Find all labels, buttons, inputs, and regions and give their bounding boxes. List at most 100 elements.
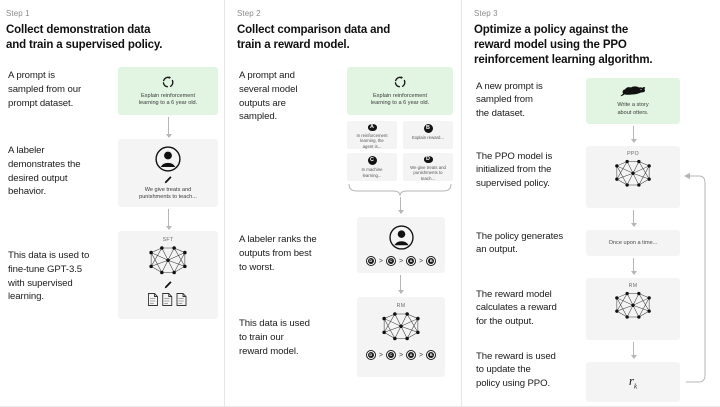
option-card-b: B Explain reward...	[403, 121, 453, 150]
neural-net-icon	[145, 243, 191, 279]
step-1-body: A prompt is sampled from our prompt data…	[6, 67, 218, 397]
ranking-row-labeler: D > C > A > B	[365, 256, 437, 267]
labeler-icon	[388, 224, 415, 251]
caption-ppo-init: The PPO model is initialized from the su…	[476, 150, 553, 189]
option-badge-d: D	[423, 156, 433, 163]
arrow-3b	[630, 209, 637, 227]
arrow-2a	[397, 197, 404, 215]
arrow-3c	[630, 257, 637, 275]
step-2-title: Collect comparison data and train a rewa…	[237, 24, 391, 52]
caption-update-policy: The reward is used to update the policy …	[476, 350, 556, 389]
caption-train-reward-model: This data is used to train our reward mo…	[239, 318, 310, 357]
step-3-column: Step 3 Optimize a policy against the rew…	[461, 0, 720, 407]
prompt-node-step2: Explain reinforcement learning to a 6 ye…	[347, 67, 453, 116]
rm-rank-sep-3: >	[419, 351, 424, 359]
ppo-tag: PPO	[627, 150, 639, 157]
option-card-c: C In machine learning...	[347, 153, 397, 182]
prompt-node-step3: Write a story about otters.	[586, 77, 680, 124]
ppo-node: PPO	[586, 145, 680, 208]
rank-badge-2: C	[385, 256, 396, 267]
caption-prompt-and-outputs: A prompt and several model outputs are s…	[239, 70, 298, 123]
neural-net-icon	[611, 157, 655, 191]
sft-tag: SFT	[162, 237, 174, 244]
ppo-feedback-loop	[680, 170, 708, 392]
arrow-3a	[630, 125, 637, 143]
reward-model-node-step2: RM	[357, 297, 445, 378]
option-text-d: We give treats and punishments to teach.…	[410, 164, 446, 181]
rm-tag-step2: RM	[396, 303, 406, 310]
step-1-flow: Explain reinforcement learning to a 6 ye…	[118, 67, 220, 397]
option-badge-a: A	[367, 124, 377, 131]
arrow-1b	[165, 209, 172, 231]
prompt-node-step1: Explain reinforcement learning to a 6 ye…	[118, 67, 218, 116]
prompt-text-step3: Write a story about otters.	[617, 101, 649, 116]
step-3-title: Optimize a policy against the reward mod…	[474, 24, 653, 67]
step-1-captions: A prompt is sampled from our prompt data…	[6, 67, 118, 397]
step-2-captions: A prompt and several model outputs are s…	[237, 67, 347, 407]
step-2-flow: Explain reinforcement learning to a 6 ye…	[347, 67, 455, 407]
reward-value-node: rk	[586, 361, 680, 402]
prompt-text-step1: Explain reinforcement learning to a 6 ye…	[138, 92, 198, 107]
step-1-label: Step 1	[6, 9, 30, 18]
documents-icon	[147, 292, 189, 307]
labeler-text-step1: We give treats and punishments to teach.…	[139, 186, 197, 201]
reward-model-node-step3: RM	[586, 277, 680, 340]
reward-symbol: rk	[628, 372, 638, 391]
merge-brace	[347, 183, 453, 197]
option-badge-c: C	[367, 156, 377, 166]
rm-rank-badge-4: B	[426, 350, 437, 361]
step-2-body: A prompt and several model outputs are s…	[237, 67, 455, 407]
caption-prompt-sampled: A prompt is sampled from our prompt data…	[8, 70, 82, 109]
rank-badge-1: D	[365, 256, 376, 267]
rm-rank-sep-1: >	[378, 351, 383, 359]
neural-net-icon	[378, 309, 424, 345]
option-badge-b: B	[423, 124, 433, 134]
step-2-column: Step 2 Collect comparison data and train…	[224, 0, 461, 407]
rm-rank-badge-3: A	[406, 350, 417, 361]
loop-icon	[393, 75, 407, 89]
rank-badge-3: A	[406, 256, 417, 267]
rm-rank-badge-2: C	[385, 350, 396, 361]
rank-badge-4: B	[426, 256, 437, 267]
rm-rank-sep-2: >	[398, 351, 404, 359]
caption-new-prompt: A new prompt is sampled from the dataset…	[476, 80, 543, 119]
rank-sep-2: >	[398, 257, 404, 265]
sft-node: SFT	[118, 231, 218, 320]
output-text: Once upon a time...	[608, 239, 658, 246]
arrow-1a	[165, 117, 172, 139]
ranking-row-rm: D > C > A > B	[365, 350, 437, 361]
labeler-node-step1: We give treats and punishments to teach.…	[118, 139, 218, 208]
caption-reward-calculates: The reward model calculates a reward for…	[476, 288, 557, 327]
neural-net-icon	[611, 289, 655, 323]
pencil-icon	[163, 175, 173, 185]
caption-policy-generates: The policy generates an output.	[476, 230, 564, 256]
option-card-a: A In reinforcement learning, the agent i…	[347, 121, 397, 150]
output-node: Once upon a time...	[586, 229, 680, 256]
step-1-column: Step 1 Collect demonstration data and tr…	[0, 0, 224, 407]
labeler-icon	[154, 145, 182, 173]
step-3-label: Step 3	[474, 9, 498, 18]
arrow-3d	[630, 341, 637, 359]
rm-rank-badge-1: D	[365, 350, 376, 361]
caption-labeler-demonstrates: A labeler demonstrates the desired outpu…	[8, 145, 81, 198]
option-card-d: D We give treats and punishments to teac…	[403, 153, 453, 182]
caption-labeler-ranks: A labeler ranks the outputs from best to…	[239, 234, 317, 273]
step-3-flow: Write a story about otters. PPO	[586, 77, 708, 407]
option-text-b: Explain reward...	[411, 135, 444, 141]
rank-sep-3: >	[419, 257, 424, 265]
prompt-text-step2: Explain reinforcement learning to a 6 ye…	[370, 92, 430, 107]
arrow-2b	[397, 275, 404, 295]
step-2-label: Step 2	[237, 9, 261, 18]
rank-sep-1: >	[378, 257, 383, 265]
loop-icon	[161, 75, 175, 89]
step-3-captions: A new prompt is sampled from the dataset…	[474, 78, 586, 407]
option-text-c: In machine learning...	[361, 167, 383, 178]
pencil-icon-sft	[163, 280, 173, 290]
labeler-rank-node: D > C > A > B	[357, 217, 445, 274]
step-1-title: Collect demonstration data and train a s…	[6, 24, 163, 52]
otter-icon	[620, 84, 646, 98]
rm-tag-step3: RM	[628, 282, 638, 289]
caption-finetune-gpt: This data is used to fine-tune GPT-3.5 w…	[8, 250, 90, 303]
step-3-body: A new prompt is sampled from the dataset…	[474, 77, 714, 407]
